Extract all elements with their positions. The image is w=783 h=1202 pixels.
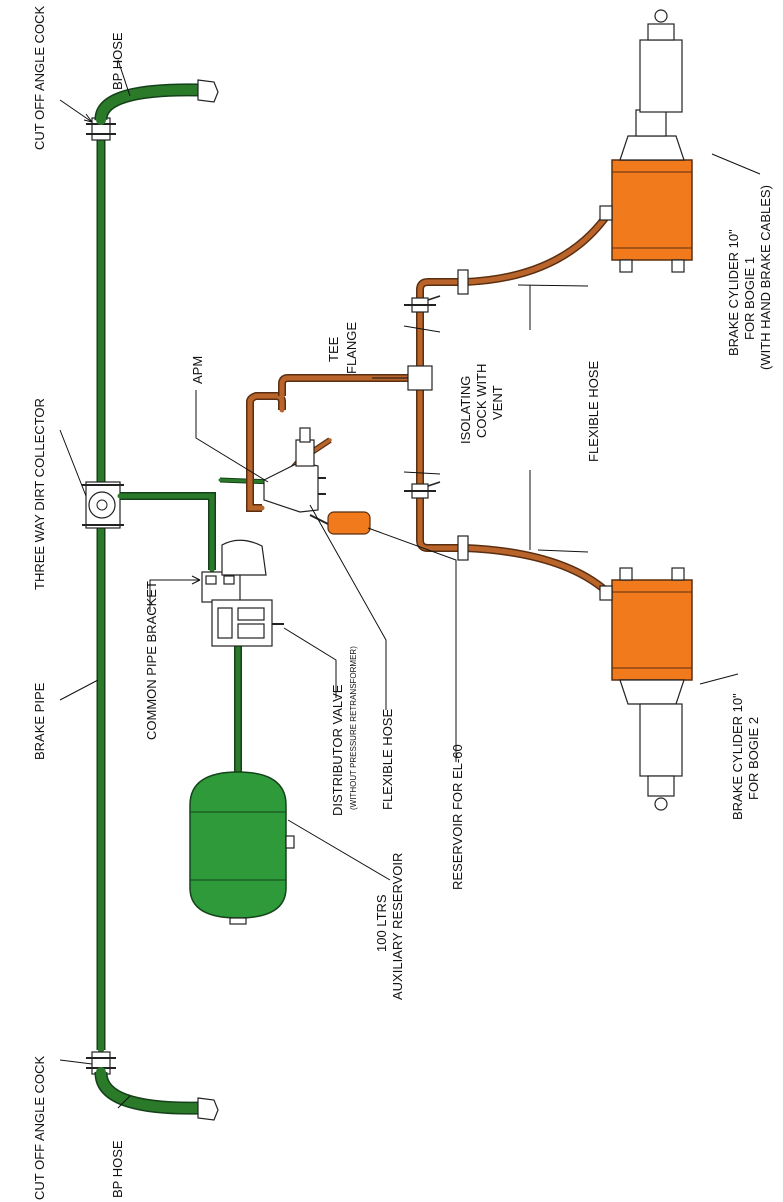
bc-pipe-network — [246, 278, 468, 552]
brake-cylinder-bogie2 — [599, 567, 693, 811]
three-way-dirt-collector — [82, 481, 124, 529]
label-apm: APM — [190, 356, 205, 384]
label-three-way-dirt-collector: THREE WAY DIRT COLLECTOR — [32, 398, 47, 590]
label-tee: TEE — [326, 336, 341, 362]
bp-hose-top — [94, 79, 219, 125]
label-flexible-hose-right: FLEXIBLE HOSE — [586, 361, 601, 462]
label-isolating-line3: VENT — [490, 385, 505, 420]
label-bc2-line2: FOR BOGIE 2 — [746, 717, 761, 800]
label-bc2-line1: BRAKE CYLIDER 10" — [730, 693, 745, 820]
reservoir-el60 — [309, 511, 371, 535]
label-isolating-line1: ISOLATING — [458, 376, 473, 444]
angle-cock-bottom — [86, 1051, 116, 1075]
bp-hose-bottom — [94, 1067, 219, 1121]
label-aux-res-line1: 100 LTRS — [374, 894, 389, 952]
brake-cylinder-bogie1 — [599, 9, 693, 273]
flexible-hose-bogie1 — [457, 215, 609, 295]
label-cut-off-angle-cock-bottom: CUT OFF ANGLE COCK — [32, 1055, 47, 1200]
distributor-valve — [211, 539, 284, 647]
label-bc1-line2: FOR BOGIE 1 — [742, 257, 757, 340]
leader-lines — [59, 59, 761, 1109]
label-distributor-valve-note: (WITHOUT PRESSURE RETRANSFORMER) — [349, 646, 358, 810]
tee-fitting — [407, 365, 433, 391]
label-common-pipe-bracket: COMMON PIPE BRACKET — [144, 581, 159, 740]
label-isolating-line2: COCK WITH — [474, 364, 489, 438]
label-aux-res-line2: AUXILIARY RESERVOIR — [390, 853, 405, 1000]
flexible-hose-bogie2 — [457, 535, 608, 594]
label-distributor-valve: DISTRIBUTOR VALVE — [330, 684, 345, 816]
label-bc1-line1: BRAKE CYLIDER 10" — [726, 229, 741, 356]
label-cut-off-angle-cock-top: CUT OFF ANGLE COCK — [32, 5, 47, 150]
isolating-cock-bogie2 — [404, 481, 441, 499]
label-brake-pipe: BRAKE PIPE — [32, 682, 47, 760]
label-bc1-line3: (WITH HAND BRAKE CABLES) — [758, 185, 773, 370]
label-reservoir-el60: RESERVOIR FOR EL-60 — [450, 744, 465, 890]
auxiliary-reservoir — [189, 771, 295, 925]
isolating-cock-bogie1 — [404, 295, 441, 313]
common-pipe-bracket — [201, 571, 241, 603]
label-bp-hose-bottom: BP HOSE — [110, 1140, 125, 1198]
label-flange: FLANGE — [344, 322, 359, 374]
apm-valve — [263, 427, 326, 513]
label-flexible-hose-left: FLEXIBLE HOSE — [380, 709, 395, 810]
label-bp-hose-top: BP HOSE — [110, 32, 125, 90]
